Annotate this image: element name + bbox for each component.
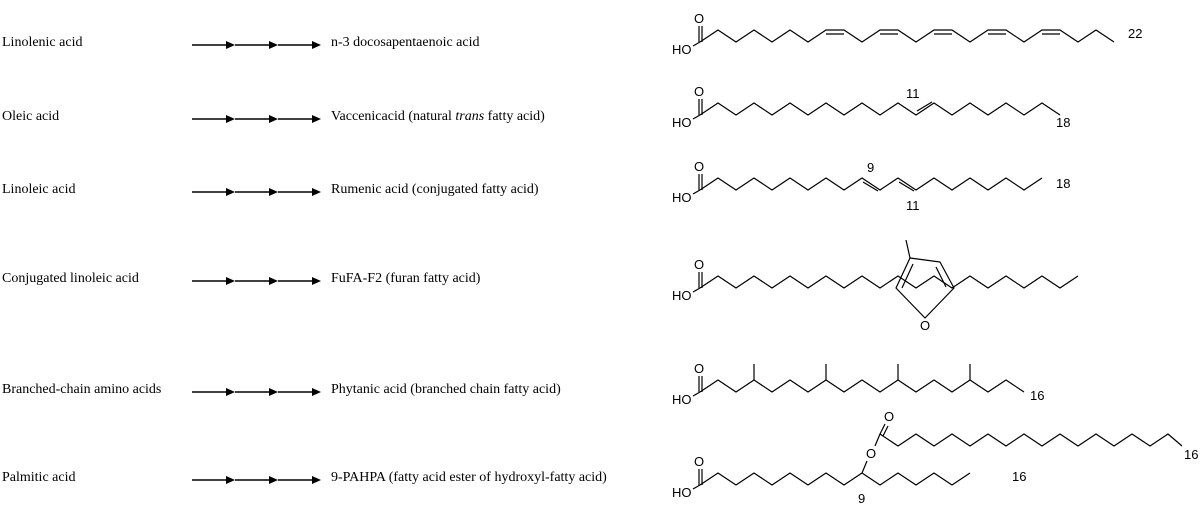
- substrate-label: Linoleic acid: [2, 182, 76, 197]
- substrate-label: Linolenic acid: [2, 35, 83, 50]
- reaction-arrows: [192, 188, 321, 196]
- arrow-head: [312, 188, 321, 196]
- carbonyl-oxygen: O: [694, 257, 704, 272]
- product-label: Rumenic acid (conjugated fatty acid): [331, 182, 539, 197]
- carbonyl-oxygen: O: [694, 454, 704, 469]
- carbon-number: 22: [1128, 26, 1142, 41]
- reaction-arrows: [192, 41, 321, 49]
- arrow-head: [269, 115, 278, 123]
- carbon-number: 18: [1056, 115, 1070, 130]
- double-bond-position: 11: [906, 86, 920, 101]
- arrow-head: [312, 277, 321, 285]
- arrow-head: [312, 41, 321, 49]
- reaction-arrows: [192, 115, 321, 123]
- fufa-structure: O HO O: [672, 239, 1079, 333]
- product-label: n-3 docosapentaenoic acid: [331, 35, 480, 50]
- reaction-arrows: [192, 277, 321, 285]
- rumenic-structure: O HO 9 11 18: [672, 159, 1070, 213]
- carbon-number: 16: [1012, 469, 1026, 484]
- hydroxyl-label: HO: [672, 42, 692, 57]
- carbon-number: 18: [1056, 176, 1070, 191]
- vaccenic-structure: O HO 11 18: [672, 84, 1070, 130]
- arrow-head: [312, 115, 321, 123]
- substrate-label: Conjugated linoleic acid: [2, 271, 139, 286]
- carbonyl-oxygen: O: [694, 84, 704, 99]
- substrate-label: Oleic acid: [2, 109, 60, 124]
- arrow-head: [269, 388, 278, 396]
- arrow-head: [312, 388, 321, 396]
- substrate-label: Branched-chain amino acids: [2, 382, 162, 397]
- product-label: Vaccenicacid (natural trans fatty acid): [331, 109, 545, 124]
- hydroxyl-label: HO: [672, 115, 692, 130]
- arrow-head: [269, 277, 278, 285]
- carbonyl-oxygen: O: [694, 11, 704, 26]
- arrow-head: [269, 188, 278, 196]
- arrow-head: [226, 41, 235, 49]
- arrow-head: [226, 188, 235, 196]
- double-bond-position: 9: [867, 160, 874, 175]
- substrate-label: Palmitic acid: [2, 470, 76, 485]
- reaction-arrows: [192, 388, 321, 396]
- pahpa-structure: O HO O O 9 16 16: [672, 409, 1198, 506]
- carbonyl-oxygen: O: [694, 159, 704, 174]
- dpa-structure: O HO 22: [672, 11, 1142, 57]
- product-label: FuFA-F2 (furan fatty acid): [331, 271, 481, 286]
- carbon-number: 16: [1184, 447, 1198, 462]
- product-label: 9-PAHPA (fatty acid ester of hydroxyl-fa…: [331, 470, 607, 485]
- phytanic-structure: O HO 16: [672, 361, 1044, 407]
- arrow-head: [226, 388, 235, 396]
- carbonyl-oxygen: O: [884, 409, 894, 424]
- arrow-head: [226, 115, 235, 123]
- ring-oxygen: O: [920, 318, 930, 333]
- carbon-number: 16: [1030, 388, 1044, 403]
- carbonyl-oxygen: O: [694, 361, 704, 376]
- arrow-head: [226, 476, 235, 484]
- product-label: Phytanic acid (branched chain fatty acid…: [331, 382, 561, 397]
- ester-oxygen: O: [866, 446, 876, 461]
- arrow-head: [269, 476, 278, 484]
- position-label: 9: [858, 491, 865, 506]
- arrow-head: [226, 277, 235, 285]
- hydroxyl-label: HO: [672, 190, 692, 205]
- arrow-head: [312, 476, 321, 484]
- hydroxyl-label: HO: [672, 485, 692, 500]
- reaction-arrows: [192, 476, 321, 484]
- double-bond-position: 11: [906, 198, 920, 213]
- arrow-head: [269, 41, 278, 49]
- hydroxyl-label: HO: [672, 288, 692, 303]
- hydroxyl-label: HO: [672, 392, 692, 407]
